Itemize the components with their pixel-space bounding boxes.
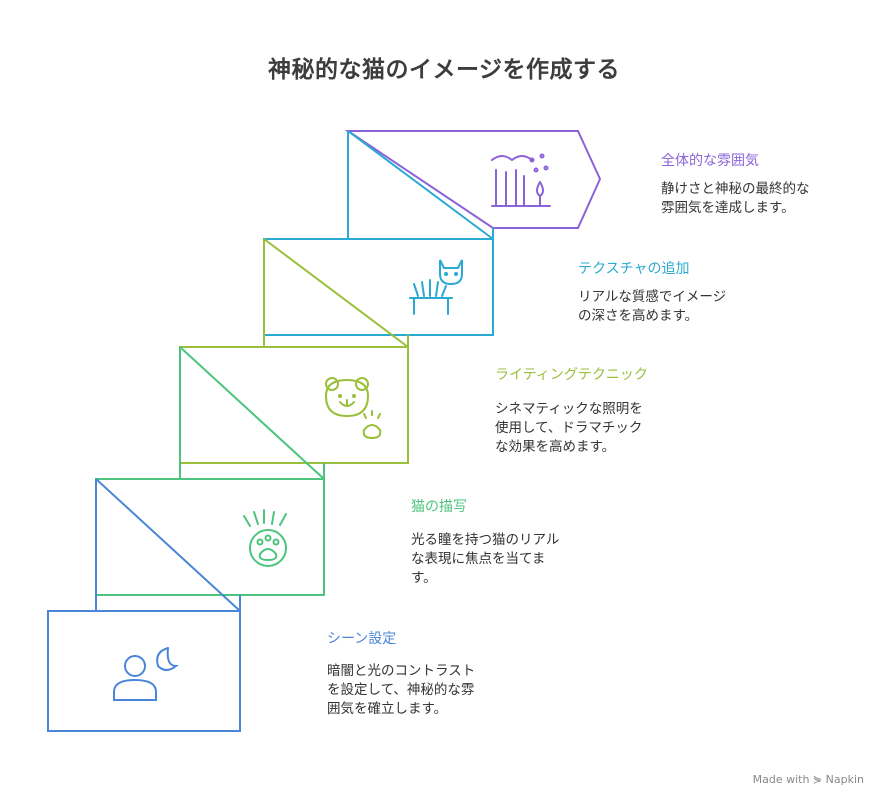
step-title-scene-setting: シーン設定 — [327, 631, 397, 647]
desc-line: を設定して、神秘的な雰 — [327, 682, 475, 698]
napkin-credit[interactable]: Made with ⋟ Napkin — [752, 773, 864, 786]
desc-line: な表現に焦点を当てま — [411, 551, 546, 567]
desc-line: 使用して、ドラマチック — [495, 420, 643, 436]
desc-line: 暗闇と光のコントラスト — [327, 663, 476, 679]
step-overall-atmosphere — [344, 130, 602, 240]
glowing-paw-icon — [243, 509, 287, 567]
step-cat-depiction — [95, 478, 325, 612]
step-desc-lighting: シネマティックな照明を 使用して、ドラマチック な効果を高めます。 — [495, 400, 675, 457]
desc-line: 囲気を確立します。 — [327, 701, 448, 717]
desc-line: 光る瞳を持つ猫のリアル — [411, 532, 560, 548]
desc-line: な効果を高めます。 — [495, 439, 616, 455]
cat-basket-icon — [409, 259, 463, 315]
desc-line: 静けさと神秘の最終的な — [661, 181, 810, 197]
desc-line: リアルな質感でイメージ — [578, 289, 727, 305]
step-texture — [263, 238, 494, 348]
city-rain-icon — [491, 153, 551, 207]
desc-line: の深さを高めます。 — [578, 308, 699, 324]
step-scene-setting — [47, 610, 241, 732]
step-title-overall-atmosphere: 全体的な雰囲気 — [661, 153, 759, 169]
page-title: 神秘的な猫のイメージを作成する — [267, 57, 621, 83]
person-moon-icon — [113, 647, 179, 701]
bear-paw-icon — [325, 377, 382, 440]
step-title-texture: テクスチャの追加 — [578, 261, 690, 277]
step-desc-cat-depiction: 光る瞳を持つ猫のリアル な表現に焦点を当てま す。 — [411, 531, 591, 588]
step-desc-texture: リアルな質感でイメージ の深さを高めます。 — [578, 288, 758, 326]
step-desc-overall-atmosphere: 静けさと神秘の最終的な 雰囲気を達成します。 — [661, 180, 841, 218]
step-title-cat-depiction: 猫の描写 — [411, 499, 467, 515]
step-title-lighting: ライティングテクニック — [495, 367, 648, 383]
desc-line: 雰囲気を達成します。 — [661, 200, 795, 216]
step-desc-scene-setting: 暗闇と光のコントラスト を設定して、神秘的な雰 囲気を確立します。 — [327, 662, 507, 719]
desc-line: シネマティックな照明を — [495, 401, 643, 417]
desc-line: す。 — [411, 570, 437, 586]
step-lighting — [179, 346, 409, 480]
